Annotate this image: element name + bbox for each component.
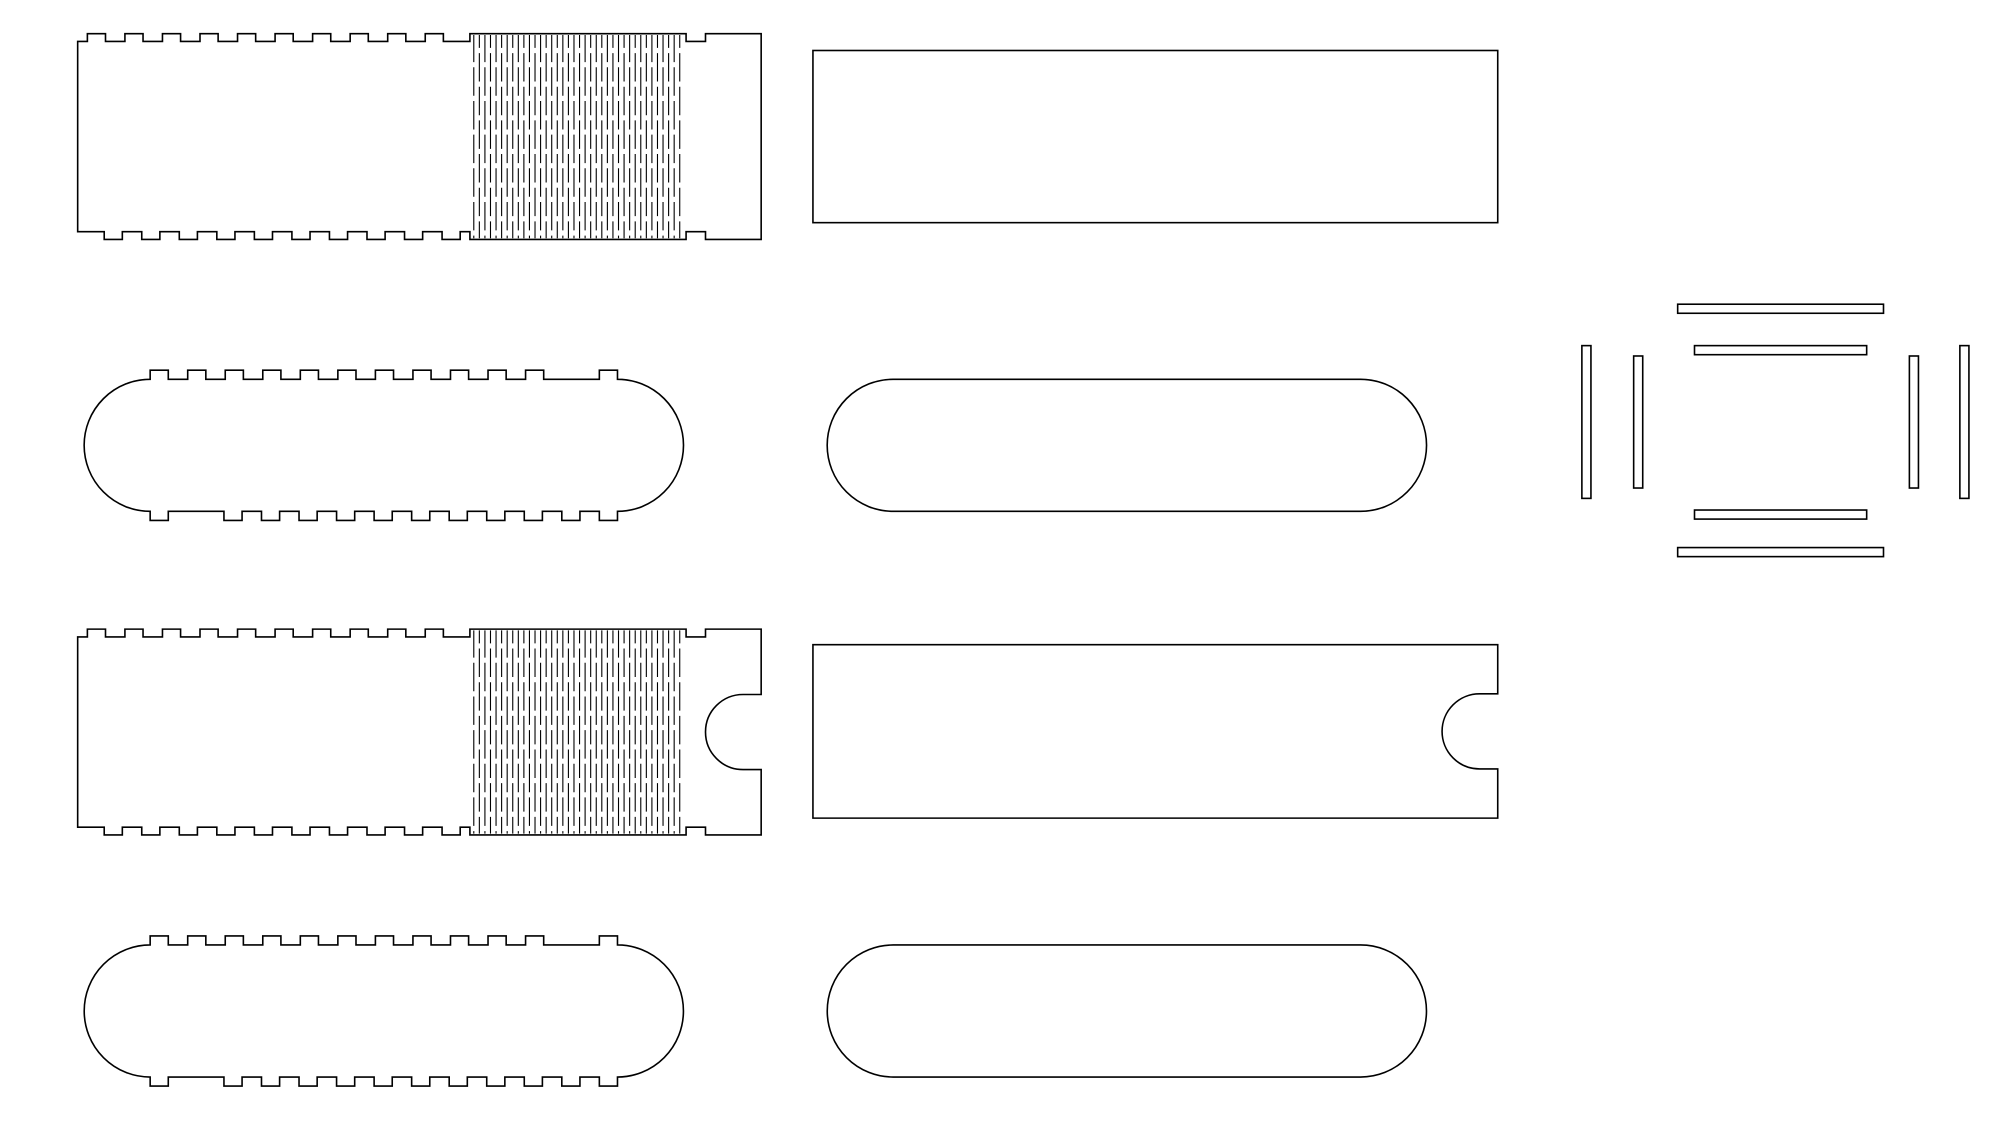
living-hinge-pattern — [473, 34, 681, 239]
panel-outline — [76, 628, 762, 836]
stadium-outline — [83, 935, 685, 1087]
wrap-panel-top — [76, 32, 762, 241]
stadium-outline — [83, 369, 685, 522]
end-cap-tabbed-2 — [83, 935, 685, 1087]
panel-outline — [812, 643, 1499, 819]
wrap-panel-bottom — [76, 628, 762, 836]
panel-outline — [76, 32, 762, 241]
slat — [1676, 546, 1885, 558]
end-cap-plain-2 — [826, 944, 1428, 1078]
slat — [1693, 344, 1868, 356]
slat — [1908, 355, 1920, 489]
slat — [1959, 344, 1970, 500]
living-hinge-pattern — [473, 630, 681, 834]
end-cap-tabbed-1 — [83, 369, 685, 522]
slat-set — [1581, 303, 1970, 558]
end-cap-plain-1 — [826, 378, 1428, 513]
slat — [1632, 355, 1644, 489]
slat — [1581, 344, 1592, 500]
plain-panel-bottom — [812, 643, 1499, 819]
stadium-outline — [826, 378, 1428, 513]
panel-outline — [812, 49, 1499, 224]
slat — [1693, 509, 1868, 520]
slat — [1676, 303, 1885, 315]
stadium-outline — [826, 944, 1428, 1078]
plain-panel-top — [812, 49, 1499, 224]
